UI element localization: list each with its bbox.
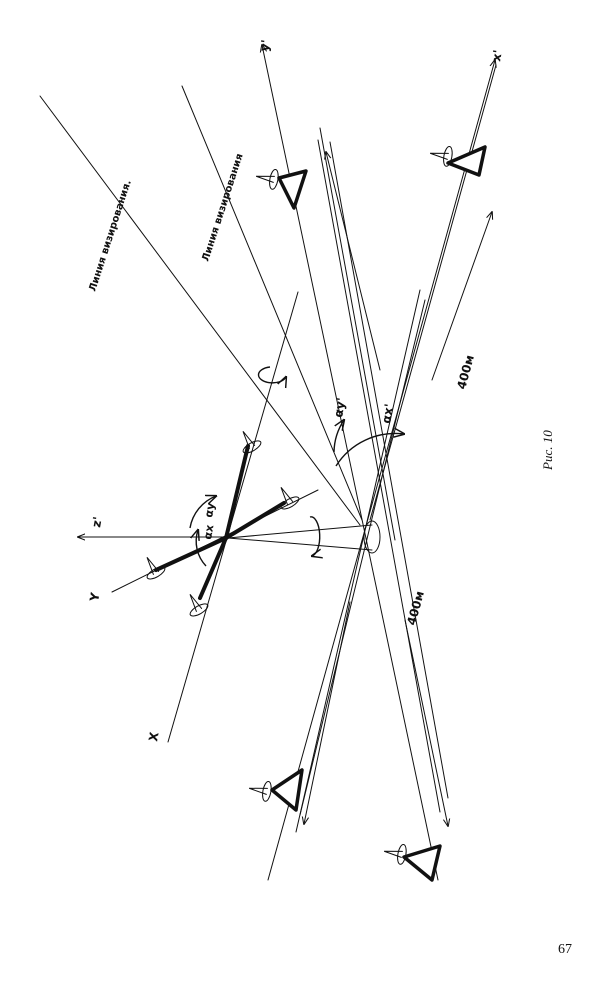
dim-arrow-3	[304, 601, 351, 824]
angle-arc-x	[196, 530, 207, 567]
ruler-line-e	[319, 127, 396, 541]
axis-y-prime	[267, 60, 495, 881]
angle-arc-y	[189, 496, 216, 529]
ruler-line-d	[329, 141, 449, 799]
dim-arrow-1	[431, 212, 492, 381]
label-angle-y-prime: αy'	[331, 397, 348, 419]
label-sight-line-2: Линия визирования	[200, 152, 245, 263]
angle-arc-x-prime	[335, 433, 404, 467]
axis-x-prime	[369, 64, 497, 521]
label-axis-x-prime: x'	[489, 49, 505, 63]
target-bottom-left	[246, 768, 304, 812]
figure-caption: Рис. 10	[540, 430, 555, 470]
label-distance-1: 400м	[454, 353, 477, 390]
label-distance-2: 400м	[404, 589, 427, 626]
label-angle-y: αy	[202, 502, 217, 519]
target-bottom-right	[381, 840, 442, 882]
mount-edge-top	[227, 524, 373, 539]
label-axis-y-prime: y'	[257, 39, 273, 53]
ruler-line-c	[317, 139, 441, 813]
mount-edge-bottom	[227, 537, 373, 551]
arm-left	[154, 536, 228, 572]
label-axis-y: Y	[87, 591, 103, 603]
rotation-arc-lower	[310, 516, 320, 556]
label-angle-x-prime: αx'	[379, 403, 396, 425]
arm-right	[224, 501, 286, 540]
base-cone-end	[363, 520, 381, 554]
ruler-line-a	[295, 289, 421, 833]
label-axis-x: X	[146, 730, 162, 742]
dim-arrow-2	[404, 619, 448, 826]
arm-top	[224, 444, 250, 540]
target-top-left	[253, 165, 308, 210]
rotation-arc-upper	[257, 366, 286, 383]
label-angle-x: αx	[201, 524, 216, 541]
label-axis-z-prime: z'	[89, 516, 105, 529]
arm-bottom	[198, 536, 228, 600]
angle-arc-y-prime	[333, 420, 344, 453]
ruler-line-b	[299, 299, 426, 816]
axis-y-prime-2	[262, 45, 439, 881]
target-top-right	[427, 142, 487, 177]
sight-line-2	[181, 85, 363, 521]
sight-line-1	[39, 95, 361, 526]
label-sight-line-1: Линия визирования.	[87, 179, 133, 293]
dim-arrow-4	[326, 152, 381, 371]
page-number: 67	[558, 942, 572, 957]
